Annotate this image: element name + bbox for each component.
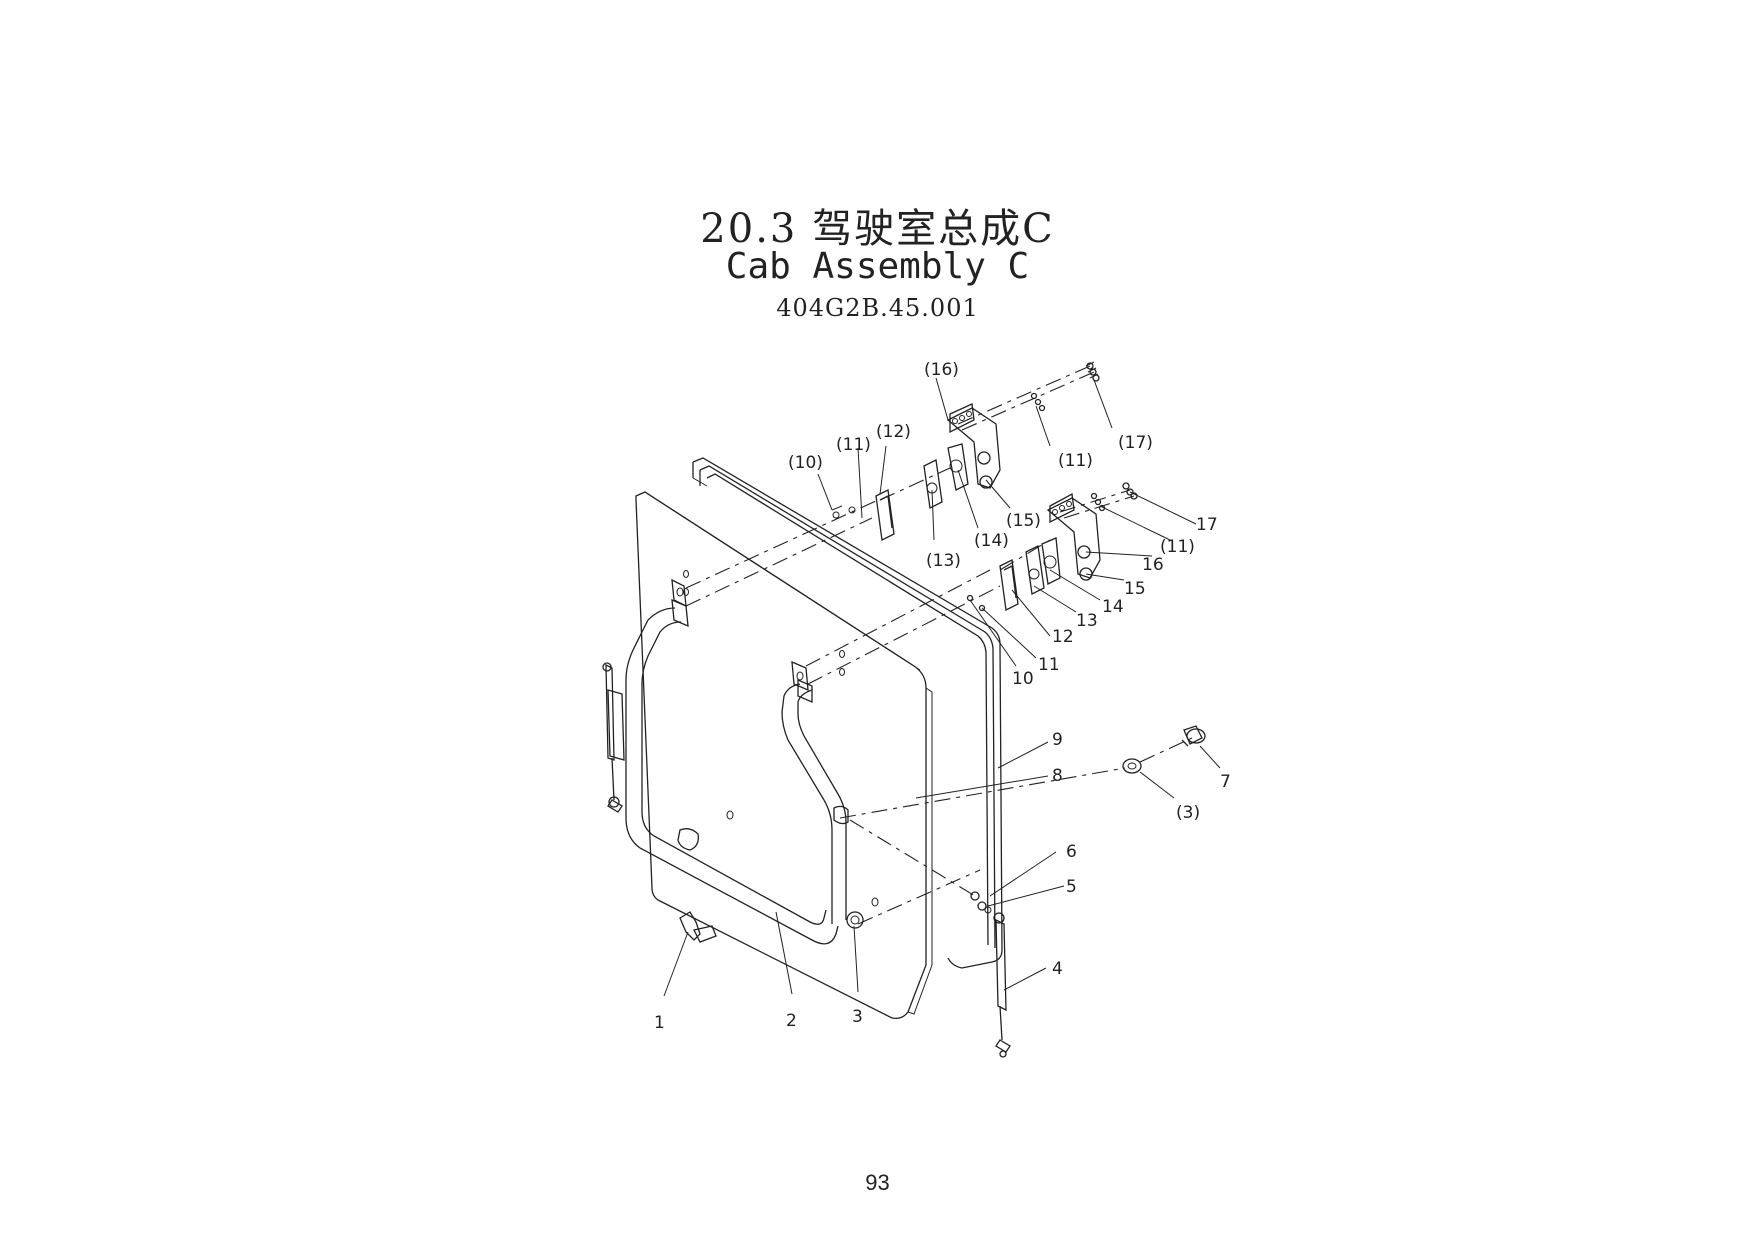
callout-3-paren: (3) (1176, 803, 1200, 823)
callout-13-paren: (13) (926, 551, 961, 571)
callout-10: 10 (1012, 669, 1034, 689)
lower-hinge-assembly (999, 492, 1101, 611)
door-glass-panel (635, 491, 933, 1020)
glass-washers (683, 570, 879, 907)
callout-2: 2 (786, 1011, 797, 1031)
callout-6: 6 (1066, 842, 1077, 862)
callout-15-paren: (15) (1006, 511, 1041, 531)
assembly-centerlines (685, 365, 1193, 925)
callout-labels: (16) (12) (11) (10) (11) (17) (15) (14) … (654, 360, 1231, 1033)
callout-11: 11 (1038, 655, 1060, 675)
door-lock (679, 911, 717, 943)
door-stop-buffer (1122, 725, 1206, 774)
page-number: 93 (865, 1170, 890, 1195)
callout-11-paren-mid: (11) (1058, 451, 1093, 471)
door-seal-frame (692, 457, 1003, 969)
callout-1: 1 (654, 1013, 665, 1033)
callout-14: 14 (1102, 597, 1124, 617)
fastener-group-5-6 (970, 891, 992, 914)
callout-3: 3 (852, 1007, 863, 1027)
callout-12-paren: (12) (876, 422, 911, 442)
callout-14-paren: (14) (974, 531, 1009, 551)
callout-16-paren: (16) (924, 360, 959, 380)
callout-7: 7 (1220, 772, 1231, 792)
upper-hinge-assembly (831, 403, 1001, 541)
callout-16: 16 (1142, 555, 1164, 575)
callout-17-paren: (17) (1118, 433, 1153, 453)
callout-9: 9 (1052, 730, 1063, 750)
callout-11-paren-lower: (11) (1160, 537, 1195, 557)
part-number: 404G2B.45.001 (776, 294, 979, 322)
title-chinese: 20.3 驾驶室总成C (700, 206, 1055, 252)
callout-10-paren: (10) (788, 453, 823, 473)
callout-leader-lines (663, 377, 1221, 997)
callout-4: 4 (1052, 959, 1063, 979)
gas-spring-right (993, 912, 1011, 1058)
callout-8: 8 (1052, 766, 1063, 786)
callout-13: 13 (1076, 611, 1098, 631)
gas-spring-left (602, 662, 625, 813)
callout-17: 17 (1196, 515, 1218, 535)
upper-hinge-bolts (1030, 361, 1100, 412)
callout-12: 12 (1052, 627, 1074, 647)
callout-5: 5 (1066, 877, 1077, 897)
title-english: Cab Assembly C (725, 246, 1030, 287)
callout-11-paren-top: (11) (836, 435, 871, 455)
door-handle-bar (625, 598, 864, 945)
callout-15: 15 (1124, 579, 1146, 599)
